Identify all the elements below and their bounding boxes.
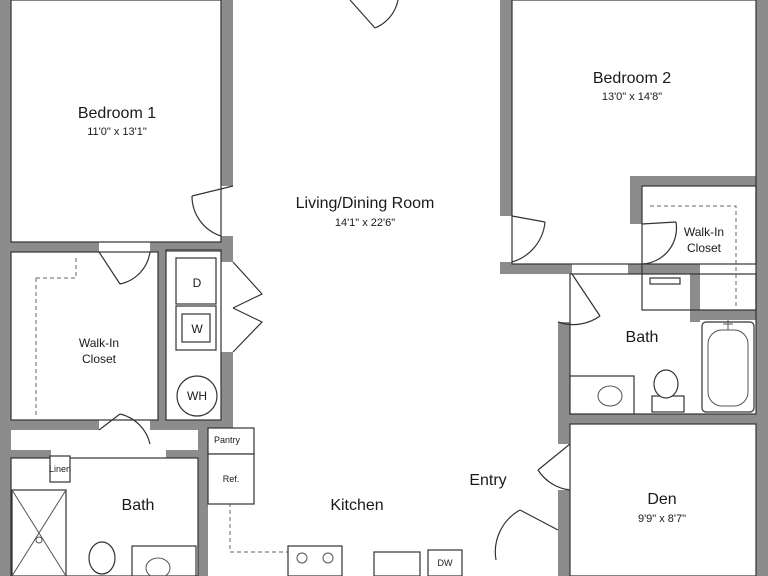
refrigerator bbox=[207, 453, 255, 505]
den-label: Den bbox=[647, 491, 676, 508]
wall-bed2-corner bbox=[500, 262, 512, 274]
door-laundry-lower bbox=[232, 307, 264, 353]
door-den bbox=[537, 443, 571, 491]
water-heater bbox=[176, 375, 218, 417]
wall-closet-right-left bbox=[630, 176, 642, 224]
den-dims: 9'9" x 8'7" bbox=[638, 513, 686, 525]
entry-label: Entry bbox=[469, 472, 506, 489]
sink-left bbox=[145, 557, 171, 576]
wall-left-exterior bbox=[0, 0, 11, 576]
bath-right-vent bbox=[649, 277, 681, 285]
closet-right-outline bbox=[641, 185, 757, 311]
closet-right-label-2: Closet bbox=[687, 241, 722, 255]
bath-right-label: Bath bbox=[626, 329, 659, 346]
wall-bed2-bottom bbox=[512, 264, 572, 274]
water-heater-label: WH bbox=[187, 389, 207, 403]
pantry-label: Pantry bbox=[214, 435, 241, 445]
wall-laundry-bottom bbox=[158, 420, 230, 430]
burner-2 bbox=[322, 552, 334, 564]
sink-right bbox=[597, 385, 623, 407]
wall-laundry-right-lower bbox=[221, 352, 233, 428]
door-bath-left bbox=[98, 413, 151, 445]
door-bedroom2 bbox=[511, 215, 546, 263]
linen-closet bbox=[49, 455, 71, 483]
shower-drain bbox=[35, 536, 43, 544]
shower-cross bbox=[11, 489, 67, 576]
closet-left-outline bbox=[10, 251, 159, 421]
door-bath-right bbox=[557, 273, 601, 326]
den-outline bbox=[569, 423, 757, 576]
wall-bath-right-left bbox=[558, 322, 570, 444]
closet-left-label-2: Closet bbox=[82, 352, 117, 366]
wall-bath-left-top bbox=[11, 450, 51, 458]
vanity-right bbox=[569, 375, 635, 415]
wall-bed2-bottom-right bbox=[628, 264, 690, 274]
bath-right-outline bbox=[569, 273, 757, 415]
wall-living-right-upper bbox=[500, 0, 512, 216]
linen-label: Linen bbox=[49, 464, 71, 474]
toilet-bowl-right bbox=[653, 369, 679, 399]
ref-label: Ref. bbox=[223, 474, 240, 484]
living-dims: 14'1" x 22'6" bbox=[335, 217, 395, 229]
laundry-outline bbox=[165, 249, 222, 421]
pantry bbox=[207, 427, 255, 455]
tub-faucet bbox=[723, 320, 733, 330]
wall-den-left bbox=[558, 490, 570, 576]
living-label: Living/Dining Room bbox=[296, 195, 435, 212]
washer-label: W bbox=[191, 322, 203, 336]
wall-laundry-left bbox=[158, 250, 166, 428]
door-closet-left bbox=[98, 251, 151, 285]
burner-1 bbox=[296, 552, 308, 564]
wall-closet-right-bottom bbox=[690, 310, 760, 320]
door-closet-right bbox=[641, 221, 678, 265]
wall-outlines bbox=[10, 0, 757, 576]
stove bbox=[287, 545, 343, 576]
wall-closet-left-bottom-stub bbox=[150, 420, 162, 430]
dryer-label: D bbox=[193, 276, 202, 290]
bedroom2-dims: 13'0" x 14'8" bbox=[602, 91, 662, 103]
bedroom2-outline bbox=[511, 0, 757, 265]
dw-label: DW bbox=[438, 558, 453, 568]
wall-closet-right-top bbox=[630, 176, 760, 186]
door-laundry-upper bbox=[232, 261, 263, 309]
wall-bath-den-divider bbox=[558, 414, 756, 424]
labels: Bedroom 1 11'0" x 13'1" Bedroom 2 13'0" … bbox=[49, 70, 724, 568]
toilet-bowl-left bbox=[88, 541, 116, 575]
bedroom1-dims: 11'0" x 13'1" bbox=[87, 126, 147, 138]
door-entry bbox=[494, 509, 559, 561]
kitchen-sink bbox=[373, 551, 421, 576]
wall-bed1-right bbox=[221, 0, 233, 186]
closet-left-shelf bbox=[35, 256, 77, 418]
doors bbox=[98, 0, 678, 561]
wall-right-exterior bbox=[756, 0, 768, 576]
door-bedroom1 bbox=[191, 185, 234, 237]
kitchen-label: Kitchen bbox=[330, 497, 383, 514]
wall-closet-left-bottom bbox=[11, 420, 99, 430]
door-top-living bbox=[349, 0, 399, 29]
vanity-left bbox=[131, 545, 197, 576]
bath-left-outline bbox=[10, 457, 199, 576]
dryer bbox=[175, 257, 217, 305]
bedroom1-label: Bedroom 1 bbox=[78, 105, 156, 122]
wall-bed1-bottom-left bbox=[11, 242, 99, 252]
closet-right-label-1: Walk-In bbox=[684, 225, 724, 239]
wall-bed1-corner bbox=[221, 236, 233, 254]
wall-bath-left-right bbox=[198, 428, 208, 576]
bedroom2-label: Bedroom 2 bbox=[593, 70, 671, 87]
wall-closet-right-inner bbox=[690, 264, 700, 322]
washer bbox=[181, 313, 211, 343]
wall-bath-left-top-right bbox=[166, 450, 206, 458]
wall-laundry-top-stub bbox=[221, 250, 233, 262]
bath-left-label: Bath bbox=[122, 497, 155, 514]
dishwasher bbox=[427, 549, 463, 576]
closet-right-shelf bbox=[650, 205, 737, 308]
closet-left-label-1: Walk-In bbox=[79, 336, 119, 350]
wall-bed1-bottom-right bbox=[150, 242, 230, 252]
bedroom1-outline bbox=[10, 0, 222, 243]
